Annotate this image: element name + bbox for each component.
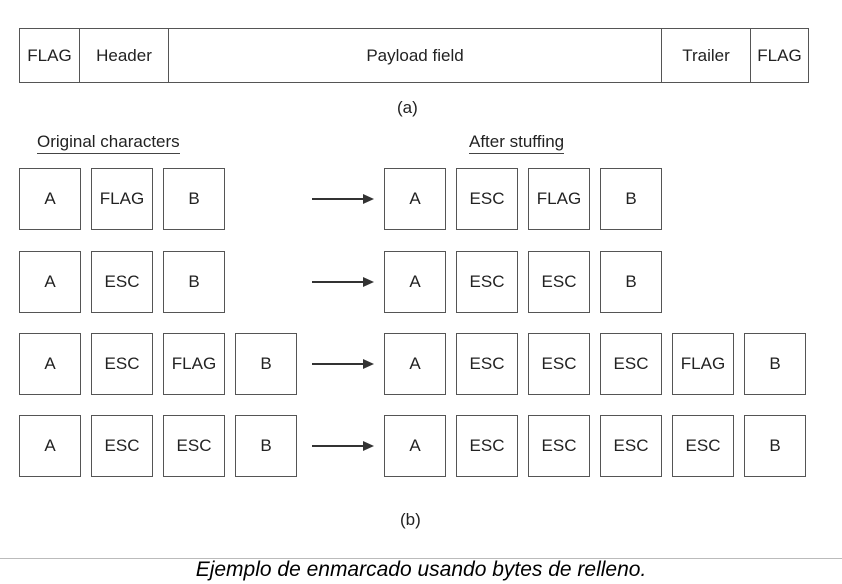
stuffed-char-box: A — [384, 251, 446, 313]
original-char-box: A — [19, 251, 81, 313]
stuffed-char-box: FLAG — [528, 168, 590, 230]
stuffed-char-box: A — [384, 168, 446, 230]
frame-flag-end: FLAG — [750, 28, 809, 83]
original-char-box: B — [163, 168, 225, 230]
original-characters-heading: Original characters — [37, 132, 180, 154]
stuffed-char-box: ESC — [528, 415, 590, 477]
right-arrow-icon — [312, 441, 374, 451]
after-stuffing-heading: After stuffing — [469, 132, 565, 154]
original-char-box: B — [235, 333, 297, 395]
original-char-box: A — [19, 415, 81, 477]
stuffed-char-box: A — [384, 415, 446, 477]
right-arrow-icon — [312, 277, 374, 287]
stuffed-char-box: ESC — [600, 333, 662, 395]
stuffed-char-box: B — [744, 415, 806, 477]
original-char-box: FLAG — [163, 333, 225, 395]
original-char-box: ESC — [91, 333, 153, 395]
stuffed-char-box: A — [384, 333, 446, 395]
frame-trailer: Trailer — [661, 28, 751, 83]
figure-caption: Ejemplo de enmarcado usando bytes de rel… — [195, 558, 647, 581]
frame-flag-start: FLAG — [19, 28, 80, 83]
stuffed-char-box: ESC — [456, 415, 518, 477]
stuffed-char-box: B — [744, 333, 806, 395]
original-char-box: B — [235, 415, 297, 477]
original-char-box: B — [163, 251, 225, 313]
sublabel-b: (b) — [400, 510, 421, 529]
caption-divider — [0, 558, 842, 559]
stuffed-char-box: ESC — [456, 251, 518, 313]
stuffed-char-box: B — [600, 168, 662, 230]
original-char-box: ESC — [163, 415, 225, 477]
sublabel-a: (a) — [397, 98, 418, 117]
original-char-box: ESC — [91, 415, 153, 477]
right-arrow-icon — [312, 359, 374, 369]
original-char-box: A — [19, 168, 81, 230]
original-char-box: A — [19, 333, 81, 395]
original-char-box: FLAG — [91, 168, 153, 230]
stuffed-char-box: FLAG — [672, 333, 734, 395]
frame-header: Header — [79, 28, 169, 83]
original-char-box: ESC — [91, 251, 153, 313]
stuffed-char-box: ESC — [456, 168, 518, 230]
stuffed-char-box: ESC — [456, 333, 518, 395]
right-arrow-icon — [312, 194, 374, 204]
stuffed-char-box: ESC — [672, 415, 734, 477]
frame-payload: Payload field — [168, 28, 662, 83]
stuffed-char-box: ESC — [600, 415, 662, 477]
stuffed-char-box: ESC — [528, 333, 590, 395]
stuffed-char-box: B — [600, 251, 662, 313]
stuffed-char-box: ESC — [528, 251, 590, 313]
